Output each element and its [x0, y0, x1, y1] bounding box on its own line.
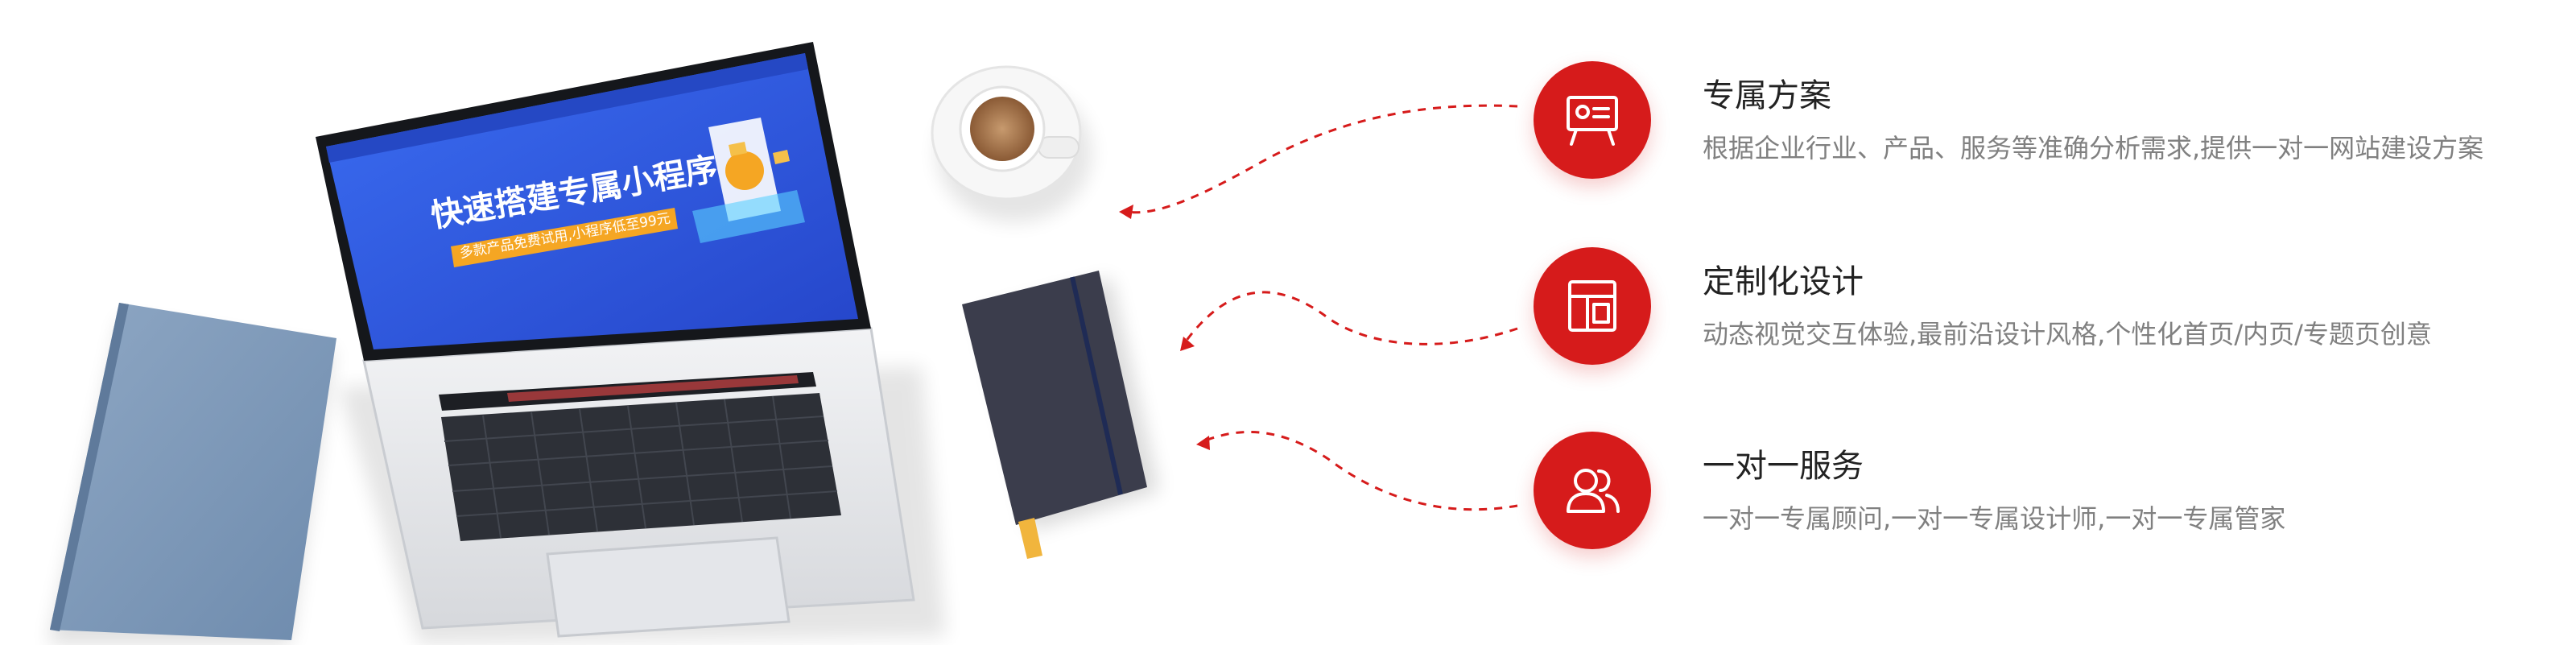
feature-item: 定制化设计 动态视觉交互体验,最前沿设计风格,个性化首页/内页/专题页创意	[1534, 247, 2548, 384]
feature-item: 一对一服务 一对一专属顾问,一对一专属设计师,一对一专属管家	[1534, 432, 2548, 569]
arrow-to-feature-2	[1182, 291, 1518, 345]
coffee-cup-illustration	[931, 65, 1092, 222]
arrow-to-feature-3	[1203, 431, 1518, 511]
workspace-illustration	[48, 42, 1159, 644]
arrowhead-2	[1180, 337, 1195, 351]
presentation-board-icon	[1567, 96, 1618, 146]
feature-description: 根据企业行业、产品、服务等准确分析需求,提供一对一网站建设方案	[1703, 133, 2484, 163]
feature-title: 专属方案	[1703, 77, 1831, 114]
feature-description: 一对一专属顾问,一对一专属设计师,一对一专属管家	[1703, 503, 2286, 534]
arrowhead-1	[1119, 205, 1133, 219]
notebook-illustration	[962, 271, 1159, 559]
laptop-screen: 快速搭建专属小程序 多款产品免费试用,小程序低至99元	[0, 0, 1449, 645]
feature-description: 动态视觉交互体验,最前沿设计风格,个性化首页/内页/专题页创意	[1703, 319, 2432, 349]
feature-badge	[1534, 61, 1651, 179]
layout-template-icon	[1568, 280, 1616, 332]
feature-title: 一对一服务	[1703, 448, 1864, 485]
users-icon	[1567, 469, 1620, 513]
arrowhead-3	[1196, 436, 1210, 450]
book-illustration	[48, 303, 336, 644]
feature-item: 专属方案 根据企业行业、产品、服务等准确分析需求,提供一对一网站建设方案	[1534, 61, 2548, 198]
feature-badge	[1534, 432, 1651, 549]
feature-title: 定制化设计	[1703, 263, 1864, 300]
feature-badge	[1534, 247, 1651, 365]
arrow-to-feature-1	[1122, 104, 1518, 214]
laptop-illustration	[316, 42, 915, 638]
